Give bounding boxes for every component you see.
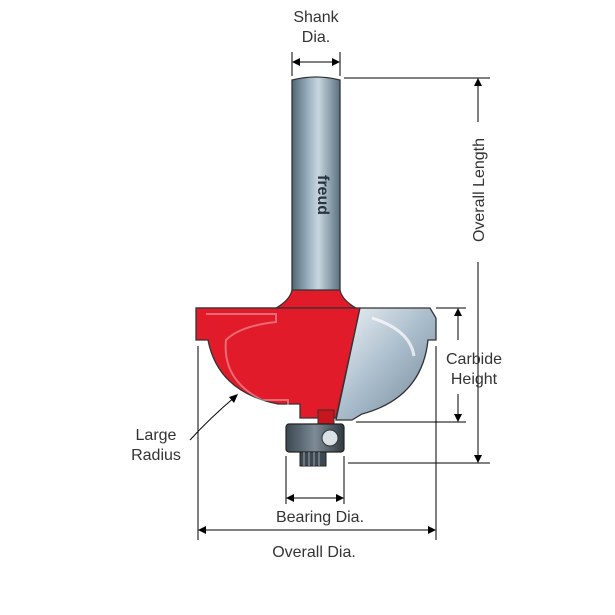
overall-dia-dimension: Overall Dia. (197, 346, 437, 561)
overall-length-label: Overall Length (471, 138, 488, 242)
carbide-height-label-line2: Height (451, 371, 498, 388)
overall-length-dimension: Overall Length (344, 77, 490, 464)
large-radius-callout: Large Radius (131, 394, 238, 464)
large-radius-label-line2: Radius (131, 447, 181, 464)
carbide-cutter (335, 307, 437, 421)
shank-dia-label-line1: Shank (293, 9, 339, 26)
shank: freud (291, 76, 341, 301)
shank-dia-label-line2: Dia. (302, 29, 330, 46)
bearing-dia-label: Bearing Dia. (276, 509, 364, 526)
shank-dia-dimension: Shank Dia. (291, 9, 341, 76)
cutter-body (195, 289, 361, 425)
overall-dia-label: Overall Dia. (272, 544, 356, 561)
bearing-dia-dimension: Bearing Dia. (276, 456, 364, 526)
carbide-height-label-line1: Carbide (446, 351, 502, 368)
brand-logo-text: freud (314, 175, 331, 215)
bearing (285, 423, 345, 467)
large-radius-label-line1: Large (136, 427, 177, 444)
carbide-height-dimension: Carbide Height (356, 307, 502, 423)
